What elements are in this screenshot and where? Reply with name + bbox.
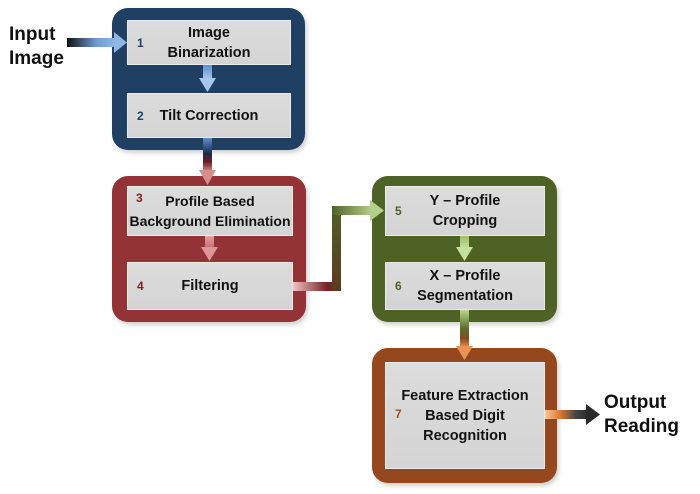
arrow-step4-to-step5 bbox=[293, 200, 384, 291]
output-reading-label: Output Reading bbox=[604, 392, 679, 437]
step-digit-recognition: 7 Feature Extraction Based Digit Recogni… bbox=[385, 362, 545, 469]
step-background-elimination: 3 Profile Based Background Elimination bbox=[127, 186, 293, 236]
step-label: Y – Profile Cropping bbox=[429, 193, 501, 229]
step-x-profile-segmentation: 6 X – Profile Segmentation bbox=[385, 262, 545, 310]
step-image-binarization: 1 Image Binarization bbox=[127, 20, 291, 65]
step-number: 1 bbox=[137, 35, 144, 50]
step-number: 2 bbox=[137, 108, 144, 123]
step-number: 4 bbox=[137, 279, 144, 293]
step-number: 7 bbox=[395, 407, 402, 421]
step-y-profile-cropping: 5 Y – Profile Cropping bbox=[385, 186, 545, 236]
step-number: 3 bbox=[136, 191, 143, 205]
step-label: Profile Based Background Elimination bbox=[129, 193, 291, 229]
step-label: X – Profile Segmentation bbox=[417, 268, 513, 304]
step-label: Feature Extraction Based Digit Recogniti… bbox=[401, 387, 529, 444]
step-label: Filtering bbox=[181, 278, 239, 294]
step-tilt-correction: 2 Tilt Correction bbox=[127, 93, 291, 138]
input-image-label: Input Image bbox=[9, 24, 64, 69]
step-label: Tilt Correction bbox=[159, 107, 259, 124]
step-filtering: 4 Filtering bbox=[127, 262, 293, 310]
step-number: 6 bbox=[395, 279, 402, 293]
step-number: 5 bbox=[395, 204, 402, 218]
step-label: Image Binarization bbox=[167, 24, 251, 61]
